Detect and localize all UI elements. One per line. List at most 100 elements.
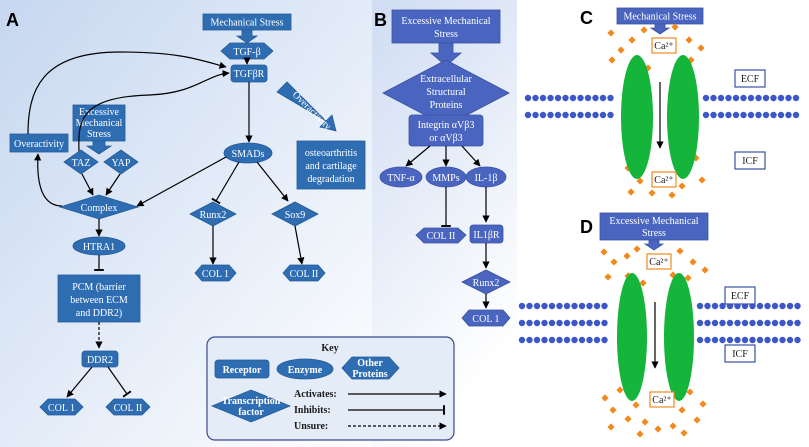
key-enzyme-shape (276, 358, 334, 380)
membrane-dot (571, 302, 578, 310)
membrane-dot (547, 111, 554, 119)
membrane-dot (554, 94, 562, 102)
calcium-ion (627, 188, 635, 196)
membrane-dot (571, 336, 578, 344)
mechanical-stress-arrow (235, 29, 259, 44)
inhibit-ddr2-to-col2 (107, 366, 132, 398)
tgfbr-label: TGFβR (234, 69, 265, 80)
arrow-integrin-to-il1b (461, 145, 481, 167)
excessive-stress-b-line1: Excessive Mechanical (401, 16, 490, 27)
calcium-ion (628, 36, 636, 44)
icf-label-d: ICF (732, 349, 748, 360)
ca-box-top-d (646, 253, 672, 270)
calcium-ion (654, 425, 662, 433)
excessive-stress-d-arrow (643, 239, 665, 251)
col2-label-mid: COL II (290, 269, 319, 280)
membrane-dot (539, 94, 547, 102)
membrane-dot (741, 336, 749, 344)
calcium-ion (607, 423, 615, 431)
calcium-ion (686, 388, 694, 396)
membrane-dot (792, 94, 800, 102)
membrane-dot (764, 302, 771, 310)
membrane-dot (696, 336, 704, 344)
col2-hexagon-b (415, 227, 467, 244)
channel-right-c (667, 55, 699, 179)
membrane-dot (777, 94, 785, 102)
integrin-line1: Integrin αVβ3 (418, 120, 475, 131)
channel-left-c (621, 55, 653, 179)
icf-box-c (734, 151, 766, 170)
runx2-label-b: Runx2 (473, 278, 500, 289)
mechanical-stress-label: Mechanical Stress (210, 18, 283, 29)
membrane-dot (762, 94, 770, 102)
calcium-ion (640, 26, 648, 34)
calcium-ion (689, 258, 697, 266)
calcium-ion (604, 273, 612, 281)
pcm-box (57, 274, 141, 323)
calcium-ion (617, 46, 625, 54)
ecsp-line3: Proteins (430, 100, 463, 111)
icf-box-d (724, 344, 756, 363)
key-receptor-label: Receptor (223, 365, 262, 376)
panel-b: B Excessive Mechanical Stress Extracellu… (374, 9, 511, 327)
membrane-dot (593, 336, 601, 344)
key-inhibits-label: Inhibits: (294, 405, 331, 416)
legend-key: Key Receptor Enzyme Other Proteins Trans… (206, 336, 455, 441)
membrane-dot (548, 319, 556, 327)
calcium-ion (644, 64, 652, 72)
membrane-dot (599, 94, 607, 102)
membrane-dot (747, 111, 755, 119)
calcium-ion (678, 406, 686, 414)
membrane-dot (719, 336, 726, 344)
membrane-dot (794, 336, 801, 344)
calcium-ion (648, 189, 656, 197)
key-title: Key (321, 343, 338, 354)
smads-ellipse (223, 142, 273, 164)
membrane-dot (518, 336, 526, 344)
membrane-dot (586, 336, 593, 344)
membrane-dot (771, 319, 779, 327)
membrane-dot (779, 336, 786, 344)
ca-label-bottom-d: Ca²⁺ (652, 395, 671, 406)
membrane-dot (607, 111, 614, 119)
osteoarthritis-line3: degradation (307, 174, 354, 185)
il1b-label: IL-1β (475, 173, 498, 184)
membrane-dot (569, 94, 577, 102)
calcium-ion (601, 394, 609, 402)
integrin-line2: or αVβ3 (429, 133, 462, 144)
membrane-dot (771, 336, 779, 344)
calcium-ion (678, 182, 686, 190)
membrane-dots-c (524, 94, 800, 119)
tgf-beta-label: TGF-β (233, 47, 260, 58)
arrow-yap-to-complex (105, 173, 121, 196)
membrane-dot (586, 302, 593, 310)
excessive-stress-a-line3: Stress (87, 129, 111, 140)
membrane-dot (725, 94, 732, 102)
key-transcription-line2: factor (238, 407, 264, 418)
panel-b-letter: B (374, 10, 387, 30)
col2-hexagon-bottom (105, 398, 151, 416)
yap-label: YAP (112, 158, 131, 169)
ca-box-bottom-d (649, 391, 675, 408)
membrane-dot (526, 319, 533, 327)
ecsp-line2: Structural (426, 87, 466, 98)
membrane-dot (539, 111, 547, 119)
arrow-taz-to-complex (81, 173, 94, 196)
membrane-dot (586, 319, 593, 327)
membrane-dot (556, 319, 563, 327)
membrane-dot (704, 319, 711, 327)
membrane-dot (749, 336, 756, 344)
ecf-label-d: ECF (731, 291, 750, 302)
arrow-integrin-to-tnfa (405, 145, 431, 167)
tgf-beta-hexagon (220, 42, 274, 60)
channel-left-d (617, 273, 647, 401)
panel-d-letter: D (580, 217, 593, 237)
membrane-dot (786, 336, 794, 344)
membrane-dot (556, 302, 563, 310)
membrane-dot (792, 111, 800, 119)
smads-label: SMADs (232, 149, 265, 160)
osteoarthritis-box (296, 140, 366, 190)
calcium-ion (693, 416, 701, 424)
ddr2-label: DDR2 (87, 355, 113, 366)
